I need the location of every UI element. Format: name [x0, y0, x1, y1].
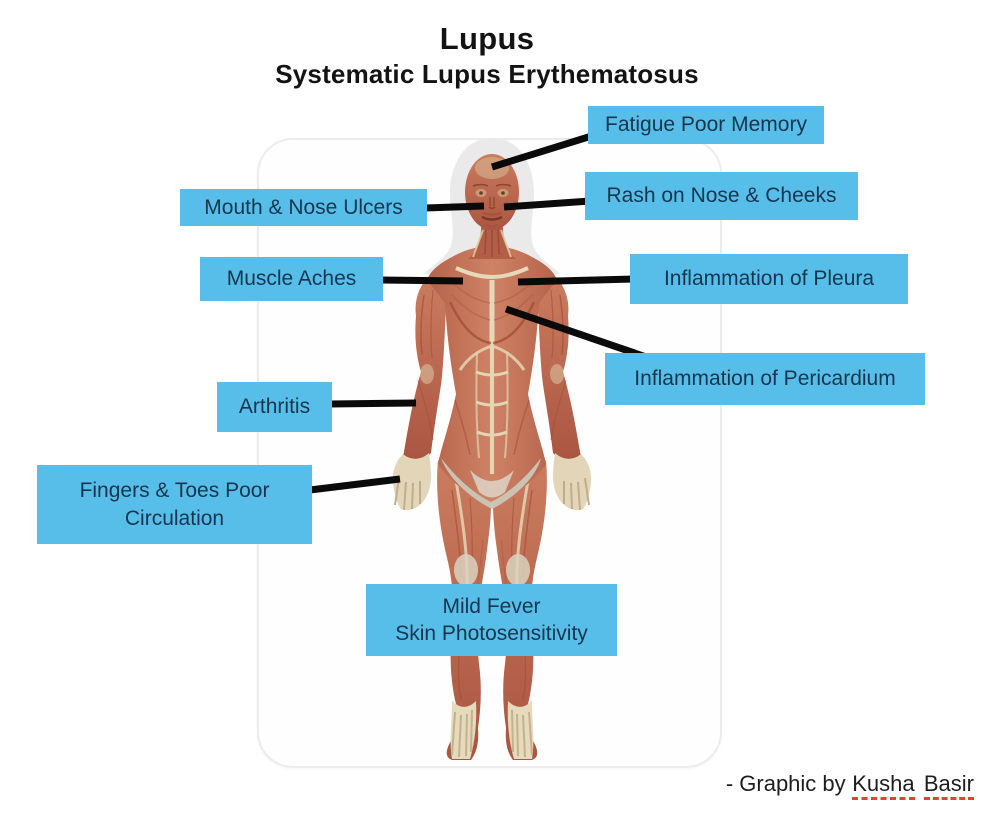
connector-mouth	[424, 202, 485, 212]
attribution-author-first: Kusha	[852, 771, 915, 800]
label-arthritis: Arthritis	[217, 382, 332, 432]
label-inflammation-of-pleura: Inflammation of Pleura	[630, 254, 908, 304]
label-muscle-aches: Muscle Aches	[200, 257, 383, 301]
page-title: Lupus	[439, 21, 535, 56]
label-inflammation-of-pericardium: Inflammation of Pericardium	[605, 353, 925, 405]
arm	[392, 277, 446, 511]
label-fingers-toes-poor-circulation: Fingers & Toes Poor Circulation	[37, 465, 312, 544]
connector-pericardium	[504, 305, 657, 364]
label-mouth-nose-ulcers: Mouth & Nose Ulcers	[180, 189, 427, 226]
connector-pleura	[517, 275, 635, 286]
label-mild-fever-skin-photosensitivity: Mild Fever Skin Photosensitivity	[366, 584, 617, 656]
attribution-author-last: Basir	[923, 771, 974, 800]
label-fatigue-poor-memory: Fatigue Poor Memory	[588, 106, 824, 144]
torso	[427, 246, 557, 509]
connector-fatigue	[490, 130, 600, 171]
connector-lines	[309, 130, 657, 494]
connector-muscle	[379, 276, 464, 285]
page-subtitle: Systematic Lupus Erythematosus	[275, 59, 699, 89]
connector-fingers	[309, 475, 401, 494]
connector-rash	[503, 197, 591, 211]
head	[465, 154, 519, 230]
connector-arthritis	[329, 399, 417, 408]
neck	[468, 220, 516, 259]
attribution-prefix: - Graphic by	[725, 771, 846, 796]
label-rash-on-nose-cheeks: Rash on Nose & Cheeks	[585, 172, 858, 220]
